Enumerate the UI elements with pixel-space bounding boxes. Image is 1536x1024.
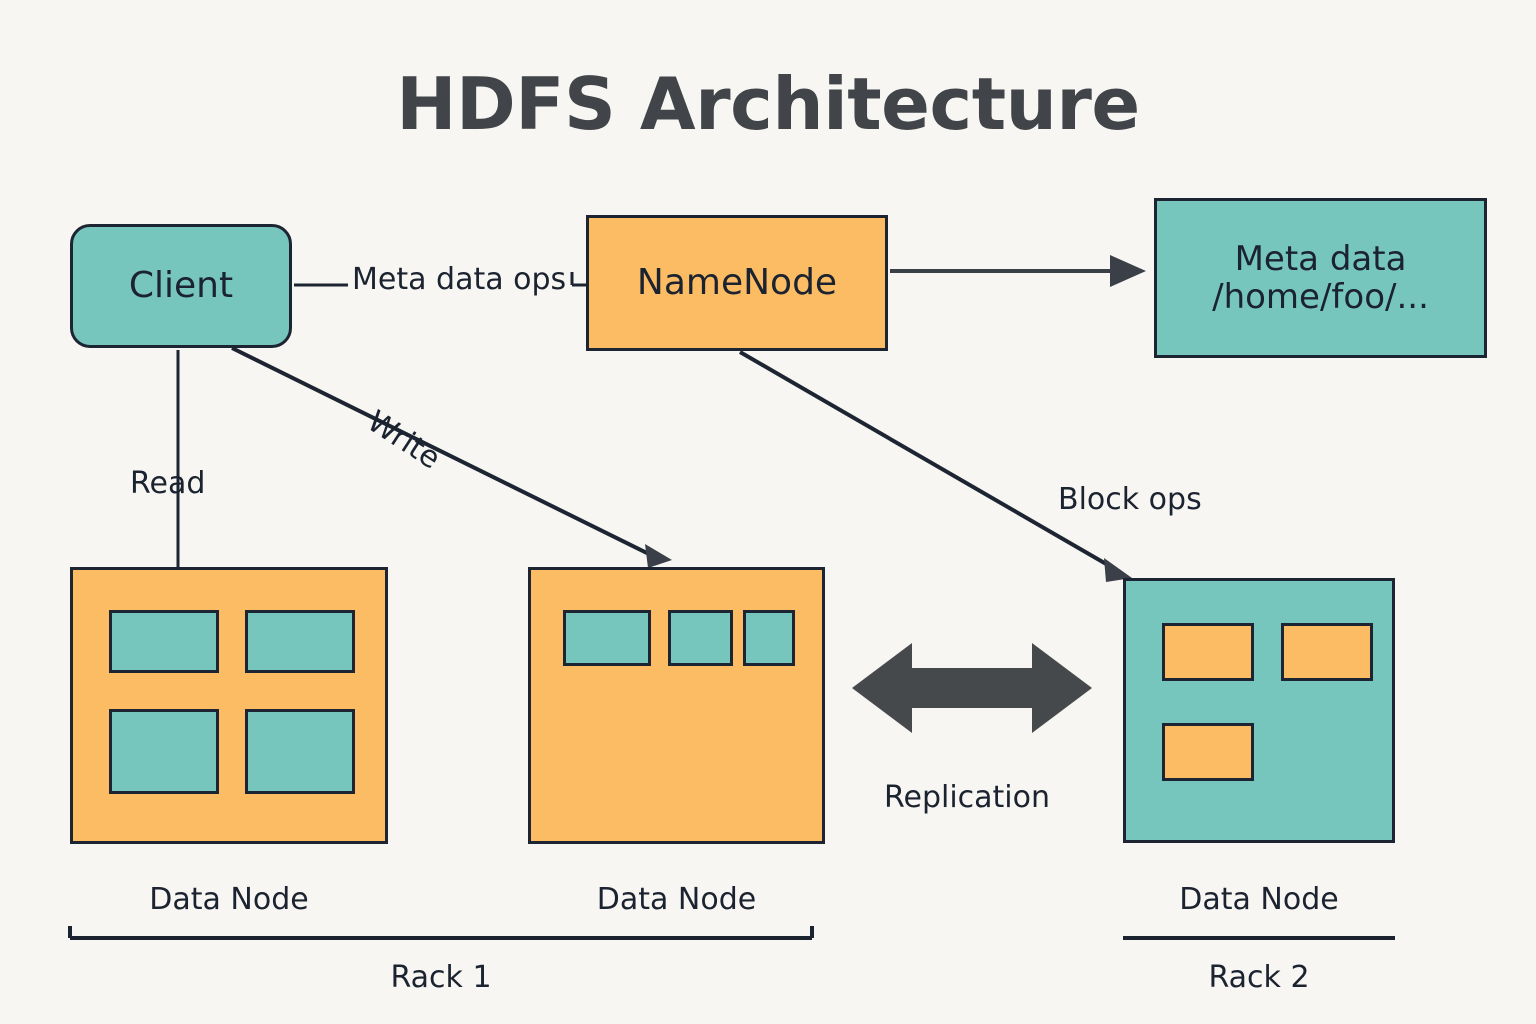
data-block (109, 709, 219, 794)
node-client-label: Client (128, 264, 234, 306)
data-node-1-caption: Data Node (149, 882, 309, 917)
page-title: HDFS Architecture (396, 62, 1140, 146)
data-block (1162, 723, 1254, 781)
edge-label-meta-data-ops: Meta data ops (352, 262, 567, 297)
data-node-2[interactable] (528, 567, 825, 844)
data-block (245, 610, 355, 673)
node-client[interactable]: Client (70, 224, 292, 348)
blockops-arrowhead (1104, 558, 1132, 582)
edge-label-block-ops: Block ops (1058, 482, 1202, 517)
data-node-3-caption: Data Node (1179, 882, 1339, 917)
connector-client-write (231, 346, 658, 560)
replication-arrow (852, 643, 1092, 733)
metadata-line-2: /home/foo/... (1212, 277, 1429, 317)
metadata-line-1: Meta data (1234, 238, 1407, 279)
rack-1-bracket (68, 926, 814, 940)
rack-1-label: Rack 1 (390, 960, 492, 995)
data-block (245, 709, 355, 794)
rack-2-label: Rack 2 (1208, 960, 1310, 995)
edge-label-replication: Replication (884, 780, 1051, 815)
data-block (563, 610, 651, 666)
connector-namenode-blockops (738, 350, 1122, 574)
node-metadata-store[interactable]: Meta data /home/foo/... (1154, 198, 1487, 358)
data-block (1281, 623, 1373, 681)
data-node-3[interactable] (1123, 578, 1395, 843)
data-node-2-caption: Data Node (596, 882, 757, 917)
data-block (1162, 623, 1254, 681)
data-node-1[interactable] (70, 567, 388, 844)
edge-label-read: Read (130, 466, 206, 501)
data-block (668, 610, 733, 666)
data-block (109, 610, 219, 673)
node-namenode-label: NameNode (636, 261, 838, 303)
write-arrowhead (645, 544, 672, 568)
data-block (743, 610, 795, 666)
node-namenode[interactable]: NameNode (586, 215, 888, 351)
